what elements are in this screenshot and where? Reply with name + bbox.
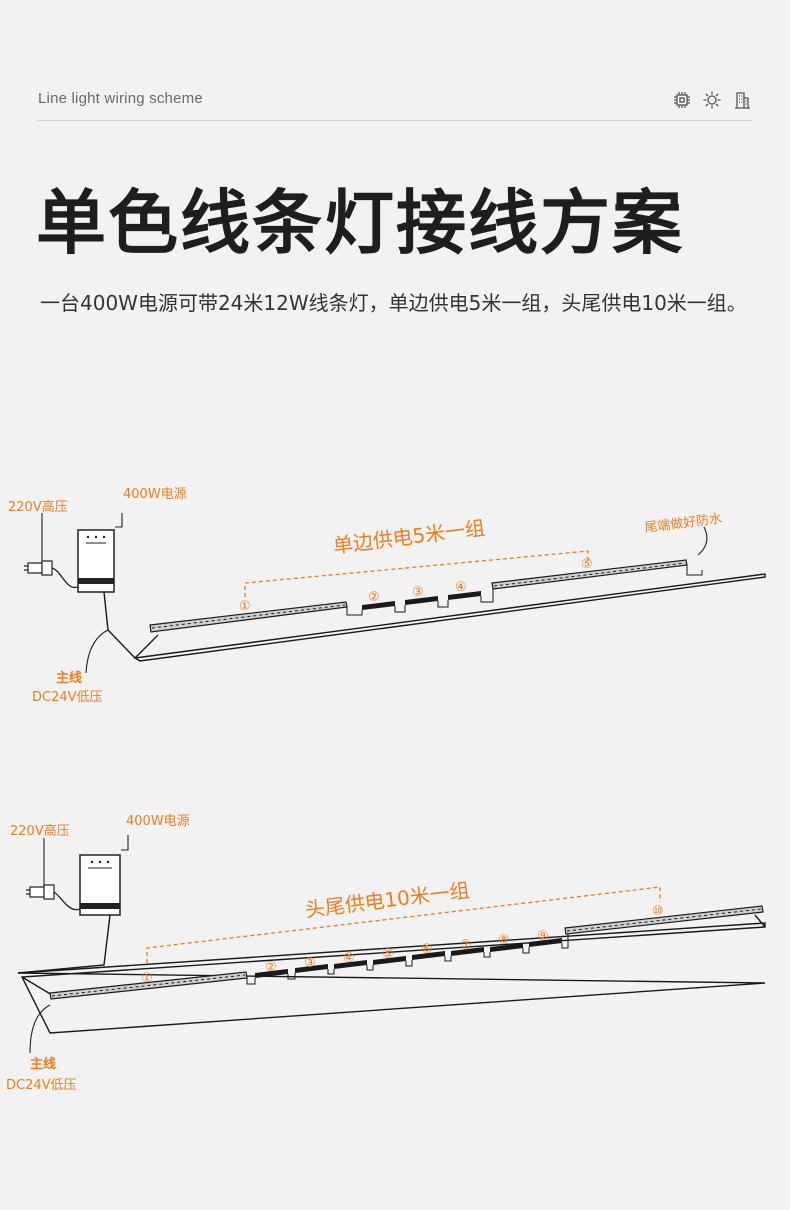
segment-label-3: ③ [304, 956, 316, 971]
segment-label-2: ② [265, 960, 277, 975]
led-bar-10 [564, 905, 764, 935]
segment-label-5: ⑤ [382, 947, 394, 962]
connector-wires [246, 934, 569, 985]
main-line-label: 主线 [56, 670, 82, 686]
segment-label-9: ⑨ [537, 929, 549, 944]
group-label: 单边供电5米一组 [332, 516, 487, 558]
segment-label-7: ⑦ [460, 938, 472, 953]
description: 一台400W电源可带24米12W线条灯，单边供电5米一组，头尾供电10米一组。 [40, 291, 747, 315]
subtitle: Line light wiring scheme [38, 90, 203, 107]
floor-outline [132, 573, 766, 662]
segment-label-6: ⑥ [421, 942, 433, 957]
wiring-diagram-single-side: 220V高压 400W电源 单边供电5米一组 尾端做好防水 主线 DC24V低压… [8, 487, 766, 705]
power-plug-icon [26, 884, 81, 911]
high-voltage-label: 220V高压 [10, 823, 70, 839]
led-bar-6 [412, 951, 445, 960]
led-bar-4 [448, 591, 481, 600]
led-bar-7 [451, 947, 484, 956]
led-bar-8 [490, 943, 523, 952]
led-bar-4 [334, 960, 367, 969]
connector-wires [346, 565, 703, 616]
segment-label-2: ② [368, 590, 380, 605]
segment-label-10: ⑩ [652, 904, 664, 919]
segment-label-4: ④ [455, 580, 467, 595]
led-bar-3 [405, 596, 438, 605]
low-voltage-label: DC24V低压 [32, 690, 103, 705]
sun-icon [703, 91, 721, 109]
main-wire [17, 914, 766, 996]
group-bracket [244, 550, 589, 597]
power-supply-label: 400W电源 [126, 814, 190, 829]
segment-label-8: ⑧ [498, 933, 510, 948]
power-supply-unit [77, 529, 115, 593]
main-wire [103, 591, 159, 659]
led-bar-9 [529, 938, 562, 947]
label-leaders [29, 835, 129, 1054]
label-leaders [41, 513, 708, 674]
led-bar-2 [255, 969, 288, 978]
power-plug-icon [24, 560, 79, 589]
chip-icon [674, 92, 690, 108]
main-line-label: 主线 [30, 1056, 56, 1072]
header-icons [672, 90, 752, 110]
high-voltage-label: 220V高压 [8, 499, 68, 515]
floor-outline [17, 922, 766, 1034]
segment-label-1: ① [239, 599, 251, 614]
tail-note-label: 尾端做好防水 [644, 511, 723, 536]
page-header: Line light wiring scheme [38, 88, 752, 121]
segment-label-3: ③ [412, 585, 424, 600]
wiring-diagram-head-tail: 220V高压 400W电源 头尾供电10米一组 主线 DC24V低压 ① ② ③… [6, 814, 766, 1093]
segment-label-1: ① [141, 971, 153, 986]
page-title: 单色线条灯接线方案 [36, 182, 684, 264]
power-supply-label: 400W电源 [123, 487, 187, 502]
group-bracket [146, 886, 661, 963]
building-icon [735, 92, 750, 109]
led-bar-2 [362, 601, 395, 610]
group-label: 头尾供电10米一组 [304, 878, 471, 922]
segment-label-5: ⑤ [581, 557, 593, 572]
led-bar-3 [295, 964, 328, 973]
segment-label-4: ④ [343, 951, 355, 966]
low-voltage-label: DC24V低压 [6, 1078, 77, 1093]
power-supply-unit [79, 854, 121, 916]
led-bar-5 [373, 956, 406, 965]
